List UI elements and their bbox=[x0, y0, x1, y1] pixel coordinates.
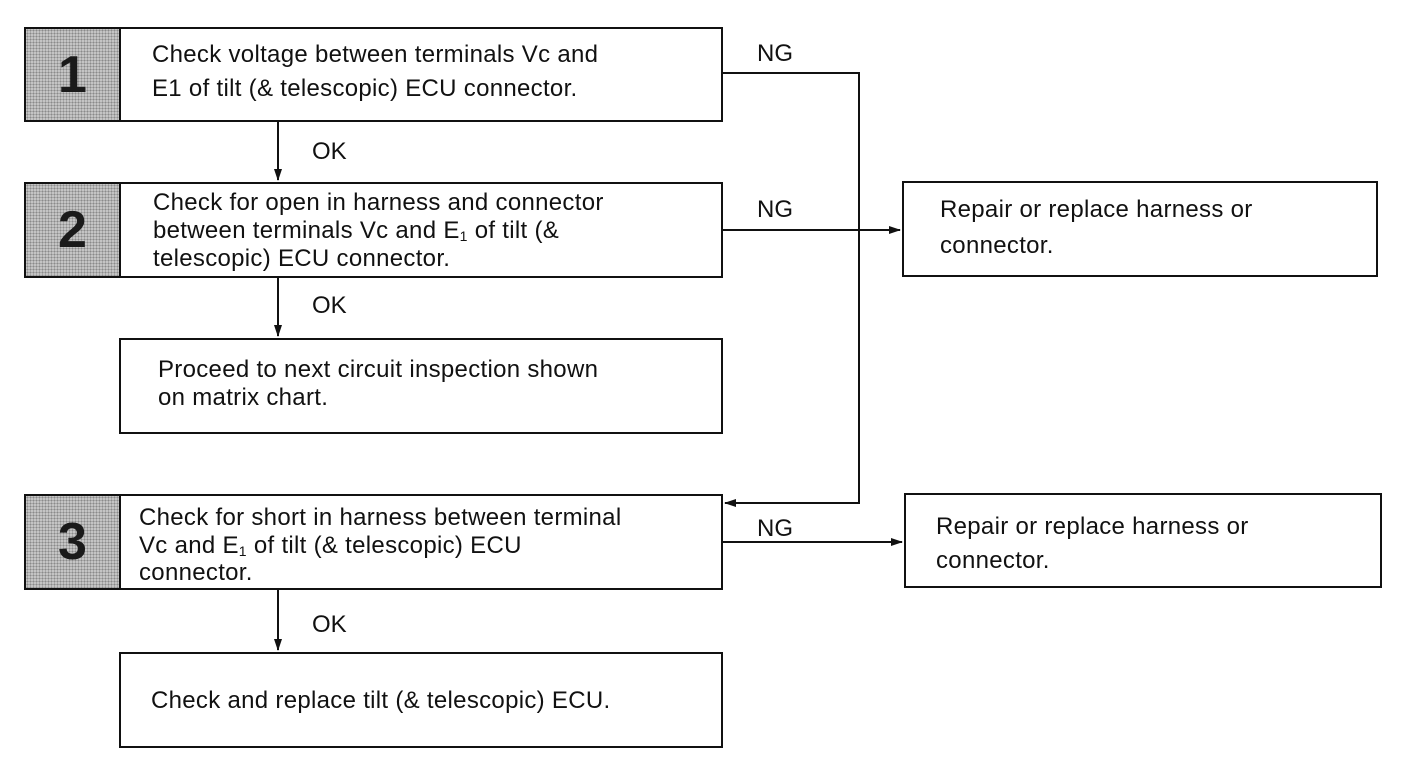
step-2-text-line-2: between terminals Vc and E1 of tilt (& bbox=[153, 217, 559, 250]
ok-label-1: OK bbox=[312, 138, 347, 165]
step-3-box: Check for short in harness between termi… bbox=[119, 494, 723, 590]
repair-box-1: Repair or replace harness or connector. bbox=[902, 181, 1378, 277]
repair-1-text-line-2: connector. bbox=[940, 232, 1054, 259]
repair-2-text-line-1: Repair or replace harness or bbox=[936, 513, 1249, 540]
step-2-box: Check for open in harness and connector … bbox=[119, 182, 723, 278]
step-3-text-line-2-a: Vc and E bbox=[139, 532, 239, 559]
step-1-number: 1 bbox=[24, 27, 121, 122]
ok-label-3: OK bbox=[312, 611, 347, 638]
repair-box-2: Repair or replace harness or connector. bbox=[904, 493, 1382, 588]
step-1-text-line-2: E1 of tilt (& telescopic) ECU connector. bbox=[152, 75, 578, 102]
step-1-text-line-1: Check voltage between terminals Vc and bbox=[152, 41, 599, 68]
replace-ecu-box: Check and replace tilt (& telescopic) EC… bbox=[119, 652, 723, 748]
step-3-number: 3 bbox=[24, 494, 121, 590]
ng-label-3: NG bbox=[757, 515, 793, 542]
step-2-text-line-2-a: between terminals Vc and E bbox=[153, 217, 460, 244]
step-2-text-line-1: Check for open in harness and connector bbox=[153, 189, 604, 216]
step-1-box: Check voltage between terminals Vc and E… bbox=[119, 27, 723, 122]
proceed-box: Proceed to next circuit inspection shown… bbox=[119, 338, 723, 434]
step-3-subscript: 1 bbox=[238, 543, 247, 559]
arrow-step1-ng-to-step3 bbox=[723, 72, 860, 507]
step-3-text-line-1: Check for short in harness between termi… bbox=[139, 504, 622, 531]
ng-label-1: NG bbox=[757, 40, 793, 67]
repair-1-text-line-1: Repair or replace harness or bbox=[940, 196, 1253, 223]
ok-label-2: OK bbox=[312, 292, 347, 319]
repair-2-text-line-2: connector. bbox=[936, 547, 1050, 574]
step-2-number: 2 bbox=[24, 182, 121, 278]
replace-ecu-text: Check and replace tilt (& telescopic) EC… bbox=[151, 687, 611, 714]
ng-label-2: NG bbox=[757, 196, 793, 223]
step-2-subscript: 1 bbox=[459, 228, 468, 244]
step-3-text-line-3: connector. bbox=[139, 559, 253, 586]
proceed-text-line-2: on matrix chart. bbox=[158, 384, 329, 411]
step-2-text-line-3: telescopic) ECU connector. bbox=[153, 245, 451, 272]
proceed-text-line-1: Proceed to next circuit inspection shown bbox=[158, 356, 599, 383]
step-2-text-line-2-b: of tilt (& bbox=[467, 217, 560, 244]
step-3-text-line-2-b: of tilt (& telescopic) ECU bbox=[246, 532, 522, 559]
step-3-text-line-2: Vc and E1 of tilt (& telescopic) ECU bbox=[139, 532, 522, 565]
